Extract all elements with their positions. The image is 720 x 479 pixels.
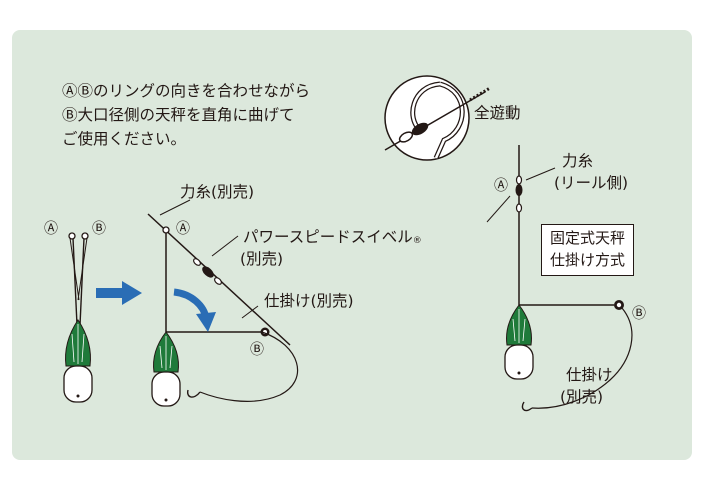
marker-b-right: Ⓑ bbox=[632, 306, 646, 322]
label-chikara-ito-right: 力糸 bbox=[562, 152, 594, 170]
box-line-1: 固定式天秤 bbox=[550, 229, 626, 247]
label-sold-separately-right: (別売) bbox=[560, 388, 604, 406]
swivel-detail-circle bbox=[384, 75, 491, 161]
marker-b-left: Ⓑ bbox=[92, 221, 106, 237]
arrow-right bbox=[96, 281, 142, 305]
instruction-line-2: Ⓑ大口径側の天秤を直角に曲げて bbox=[62, 106, 295, 124]
sinker-fixed-right bbox=[486, 145, 633, 412]
box-line-2: 仕掛け方式 bbox=[550, 250, 626, 269]
arrow-bend bbox=[173, 288, 216, 332]
instruction-line-3: ご使用ください。 bbox=[62, 130, 187, 148]
marker-a-left: Ⓐ bbox=[44, 221, 58, 237]
label-shikake: 仕掛け(別売) bbox=[264, 292, 354, 310]
label-shikake-right: 仕掛け bbox=[566, 366, 613, 384]
label-chikara-ito: 力糸(別売) bbox=[180, 183, 255, 201]
fixed-tenbin-box: 固定式天秤 仕掛け方式 bbox=[541, 224, 635, 276]
label-power-speed-swivel: パワースピードスイベル® bbox=[243, 228, 422, 246]
sinker-bent-middle bbox=[147, 199, 299, 407]
registered-mark: ® bbox=[412, 236, 422, 246]
sinker-folded bbox=[63, 232, 93, 403]
label-swivel-sold-separately: (別売) bbox=[240, 250, 284, 268]
label-reel-side: (リール側) bbox=[554, 174, 629, 192]
marker-b-middle: Ⓑ bbox=[250, 342, 264, 358]
instruction-line-1: ⒶⒷのリングの向きを合わせながら bbox=[62, 82, 311, 100]
marker-a-middle: Ⓐ bbox=[176, 221, 190, 237]
label-zen-yudou: 全遊動 bbox=[474, 104, 521, 122]
marker-a-right: Ⓐ bbox=[494, 178, 508, 194]
